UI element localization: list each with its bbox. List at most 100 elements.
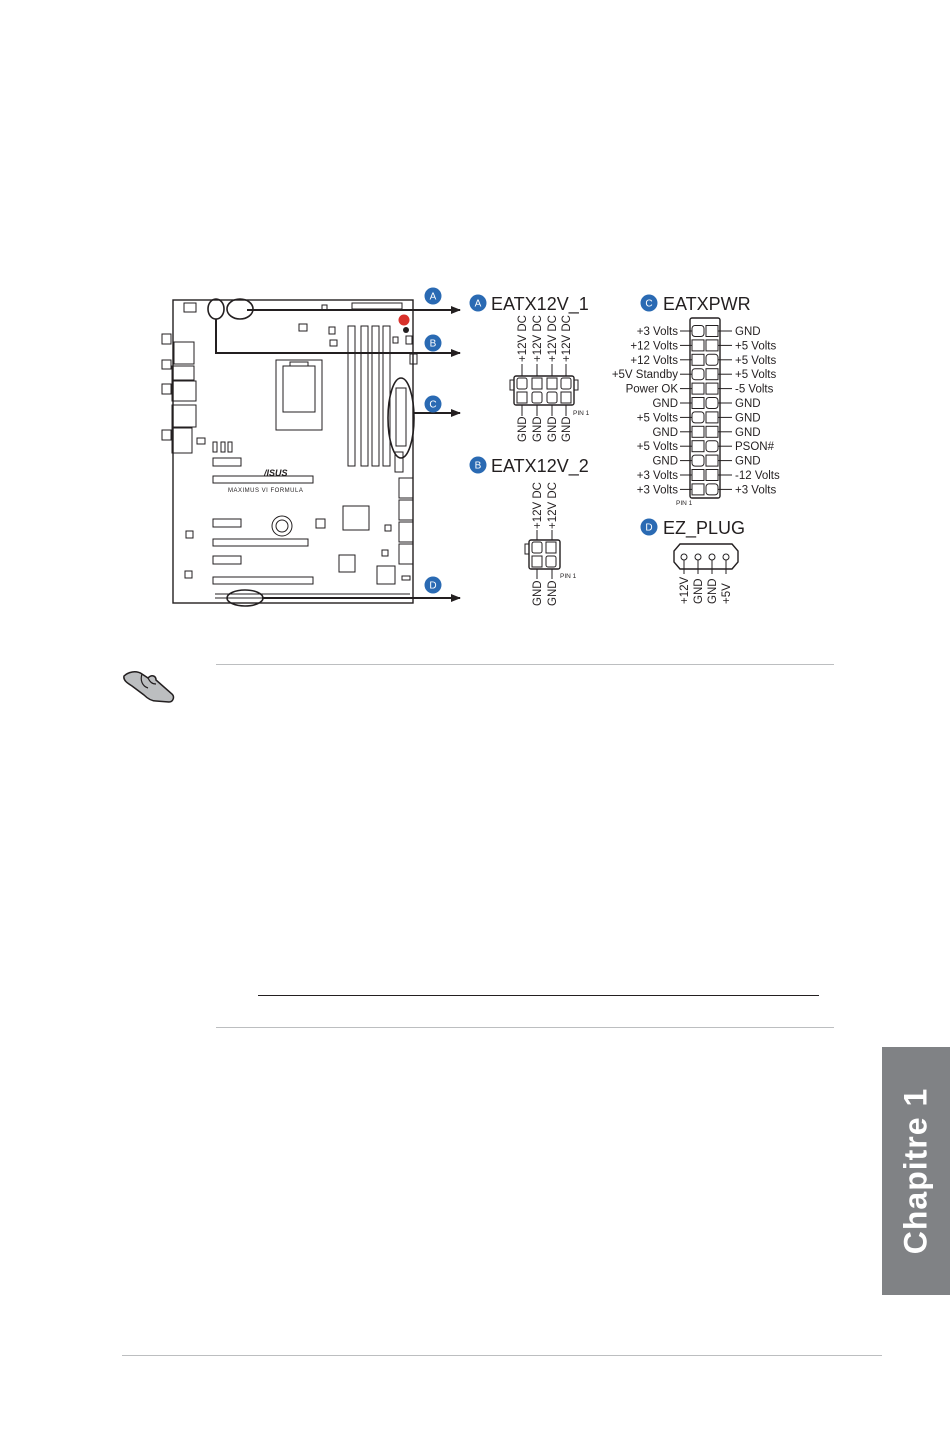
eatxpwr-right-label: GND — [735, 398, 761, 410]
eatxpwr-left-label: +12 Volts — [630, 340, 678, 352]
eatxpwr-pin — [691, 397, 705, 409]
marker-a-icon — [424, 287, 442, 305]
svg-text:C: C — [429, 400, 436, 411]
eatxpwr-left-label: +5 Volts — [637, 412, 678, 424]
svg-text:GND: GND — [707, 578, 719, 604]
ez-plug-connector: D EZ_PLUG +12V GND GND +5V — [640, 518, 745, 604]
eatxpwr-left-labels: +3 Volts +12 Volts +12 Volts +5V StandbyPow… — [612, 326, 679, 496]
eatxpwr-right-label: GND — [735, 326, 761, 338]
eatxpwr-right-label: +5 Volts — [735, 340, 776, 352]
eatxpwr-left-label: GND — [652, 456, 678, 468]
svg-text:GND: GND — [532, 416, 544, 442]
svg-text:GND: GND — [547, 580, 559, 606]
svg-text:GND: GND — [561, 416, 573, 442]
eatxpwr-pin — [691, 425, 705, 438]
svg-text:+12V DC: +12V DC — [547, 315, 559, 362]
marker-d-title-icon — [640, 518, 658, 536]
eatxpwr-pin — [705, 382, 719, 395]
eatxpwr-pin — [691, 411, 705, 424]
svg-text:GND: GND — [547, 416, 559, 442]
svg-text:A: A — [430, 292, 437, 303]
eatxpwr-pin — [705, 353, 719, 366]
eatxpwr-right-label: +5 Volts — [735, 369, 776, 381]
eatxpwr-left-label: +3 Volts — [637, 470, 678, 482]
footer-rule — [122, 1355, 882, 1356]
svg-text:+5V: +5V — [721, 583, 733, 604]
note-top-rule — [216, 664, 834, 665]
eatx12v-1-connector: A EATX12V_1 +12V DC +12V DC +12V DC +12V… — [469, 294, 590, 442]
svg-text:GND: GND — [532, 580, 544, 606]
board-name: MAXIMUS VI FORMULA — [228, 488, 303, 494]
highlight-red-dot — [398, 314, 410, 326]
eatxpwr-pin — [705, 339, 719, 352]
svg-text:PIN 1: PIN 1 — [573, 410, 590, 417]
eatxpwr-pin — [691, 339, 705, 352]
eatxpwr-connector: C EATXPWR +3 Volts +12 Volts +12 Volts +5V … — [612, 294, 780, 507]
eatxpwr-pin — [705, 425, 719, 438]
chapter-tab-label: Chapitre 1 — [897, 1087, 934, 1255]
eatxpwr-left-label: +5V Standby — [612, 369, 678, 381]
eatxpwr-pin — [705, 325, 719, 337]
highlight-dark-dot — [403, 327, 409, 333]
eatxpwr-pin — [691, 483, 705, 496]
eatxpwr-pin — [705, 440, 719, 453]
marker-c-icon — [424, 395, 442, 413]
note-bottom-rule — [216, 1027, 834, 1028]
eatxpwr-left-label: +5 Volts — [637, 441, 678, 453]
eatxpwr-left-label: +3 Volts — [637, 326, 678, 338]
eatxpwr-right-label: GND — [735, 427, 761, 439]
eatxpwr-pin — [705, 469, 719, 481]
eatxpwr-pin — [705, 483, 719, 496]
eatxpwr-left-label: GND — [652, 398, 678, 410]
svg-text:B: B — [475, 461, 482, 472]
eatxpwr-right-label: GND — [735, 412, 761, 424]
svg-text:PIN 1: PIN 1 — [560, 573, 577, 580]
note-inner-rule — [258, 995, 819, 996]
eatxpwr-pin — [691, 353, 705, 366]
warning-hand-icon — [123, 671, 175, 703]
eatxpwr-right-label: GND — [735, 456, 761, 468]
eatxpwr-pin — [691, 454, 705, 467]
arrow-markers: A B C D — [424, 287, 442, 594]
marker-b-title-icon — [469, 456, 487, 474]
board-logo: /ISUS — [263, 468, 288, 478]
eatxpwr-pin — [691, 440, 705, 453]
eatxpwr-pin — [705, 368, 719, 381]
eatx12v-2-title: EATX12V_2 — [491, 456, 589, 477]
eatxpwr-left-label: +3 Volts — [637, 484, 678, 496]
svg-text:B: B — [430, 339, 437, 350]
svg-text:D: D — [645, 523, 652, 534]
svg-text:+12V: +12V — [679, 576, 691, 604]
motherboard-layout — [161, 299, 418, 604]
eatxpwr-left-label: +12 Volts — [630, 355, 678, 367]
ez-plug-title: EZ_PLUG — [663, 518, 745, 539]
eatxpwr-right-label: +5 Volts — [735, 355, 776, 367]
eatxpwr-right-label: -12 Volts — [735, 470, 780, 482]
svg-text:PIN 1: PIN 1 — [676, 500, 693, 507]
svg-text:D: D — [429, 581, 436, 592]
svg-text:+12V DC: +12V DC — [517, 315, 529, 362]
eatxpwr-left-label: Power OK — [626, 384, 679, 396]
eatxpwr-pin — [691, 382, 705, 395]
svg-text:+12V DC: +12V DC — [561, 315, 573, 362]
marker-d-icon — [424, 576, 442, 594]
board-highlights — [207, 298, 415, 607]
eatx12v-2-connector: B EATX12V_2 +12V DC +12V DC GND GND PIN … — [469, 456, 589, 606]
eatx12v-1-title: EATX12V_1 — [491, 294, 589, 315]
svg-text:A: A — [475, 299, 482, 310]
svg-text:+12V DC: +12V DC — [532, 315, 544, 362]
svg-text:+12V DC: +12V DC — [547, 482, 559, 529]
svg-text:GND: GND — [517, 416, 529, 442]
eatxpwr-right-label: -5 Volts — [735, 384, 774, 396]
svg-text:GND: GND — [693, 578, 705, 604]
eatxpwr-pin — [691, 368, 705, 381]
eatxpwr-pin — [705, 397, 719, 409]
power-connector-diagram: /ISUS MAXIMUS VI FORMULA A B C D A EATX1… — [161, 287, 780, 607]
eatxpwr-title: EATXPWR — [663, 294, 751, 314]
eatxpwr-pin — [705, 454, 719, 467]
eatxpwr-pin — [691, 325, 705, 337]
svg-text:C: C — [645, 299, 652, 310]
eatxpwr-right-label: +3 Volts — [735, 484, 776, 496]
eatxpwr-left-label: GND — [652, 427, 678, 439]
marker-a-title-icon — [469, 294, 487, 312]
